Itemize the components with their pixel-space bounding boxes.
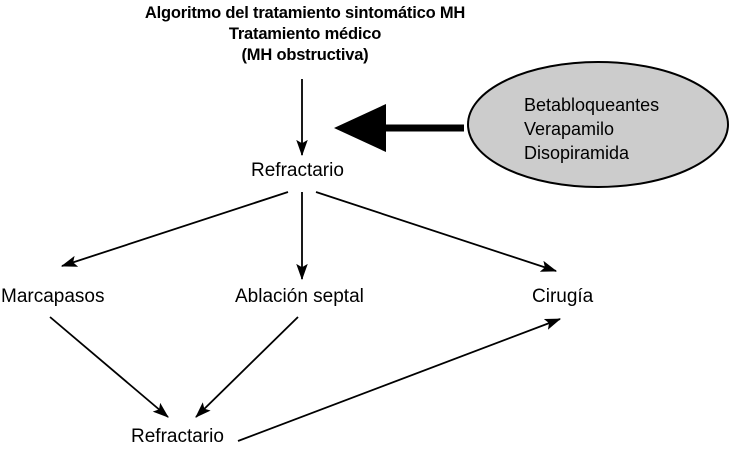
edge-ablacion-to-refractario (195, 316, 299, 418)
drug-callout-ellipse (467, 61, 729, 188)
diagram-title: Algoritmo del tratamiento sintomático MH… (0, 3, 610, 66)
title-line-3: (MH obstructiva) (241, 46, 369, 64)
edge-refractario-to-cirugia (315, 191, 558, 272)
edge-refractario-to-cirugia-lower (237, 318, 562, 442)
node-refractario-bottom: Refractario (131, 426, 224, 447)
title-line-2: Tratamiento médico (228, 25, 382, 43)
drug-item-2: Disopiramida (524, 143, 630, 163)
drug-callout-text: Betabloqueantes Verapamilo Disopiramida (524, 93, 659, 165)
node-marcapasos: Marcapasos (1, 286, 105, 307)
drug-item-0: Betabloqueantes (524, 95, 660, 115)
drug-item-1: Verapamilo (524, 119, 615, 139)
edge-drugs-to-refractario (334, 104, 464, 152)
node-cirugia: Cirugía (532, 286, 594, 307)
node-ablacion-septal: Ablación septal (235, 286, 364, 307)
title-line-1: Algoritmo del tratamiento sintomático MH (144, 4, 466, 22)
edge-marcapasos-to-refractario (49, 316, 169, 418)
node-refractario-top: Refractario (251, 160, 344, 181)
edge-refractario-to-marcapasos (60, 191, 289, 267)
